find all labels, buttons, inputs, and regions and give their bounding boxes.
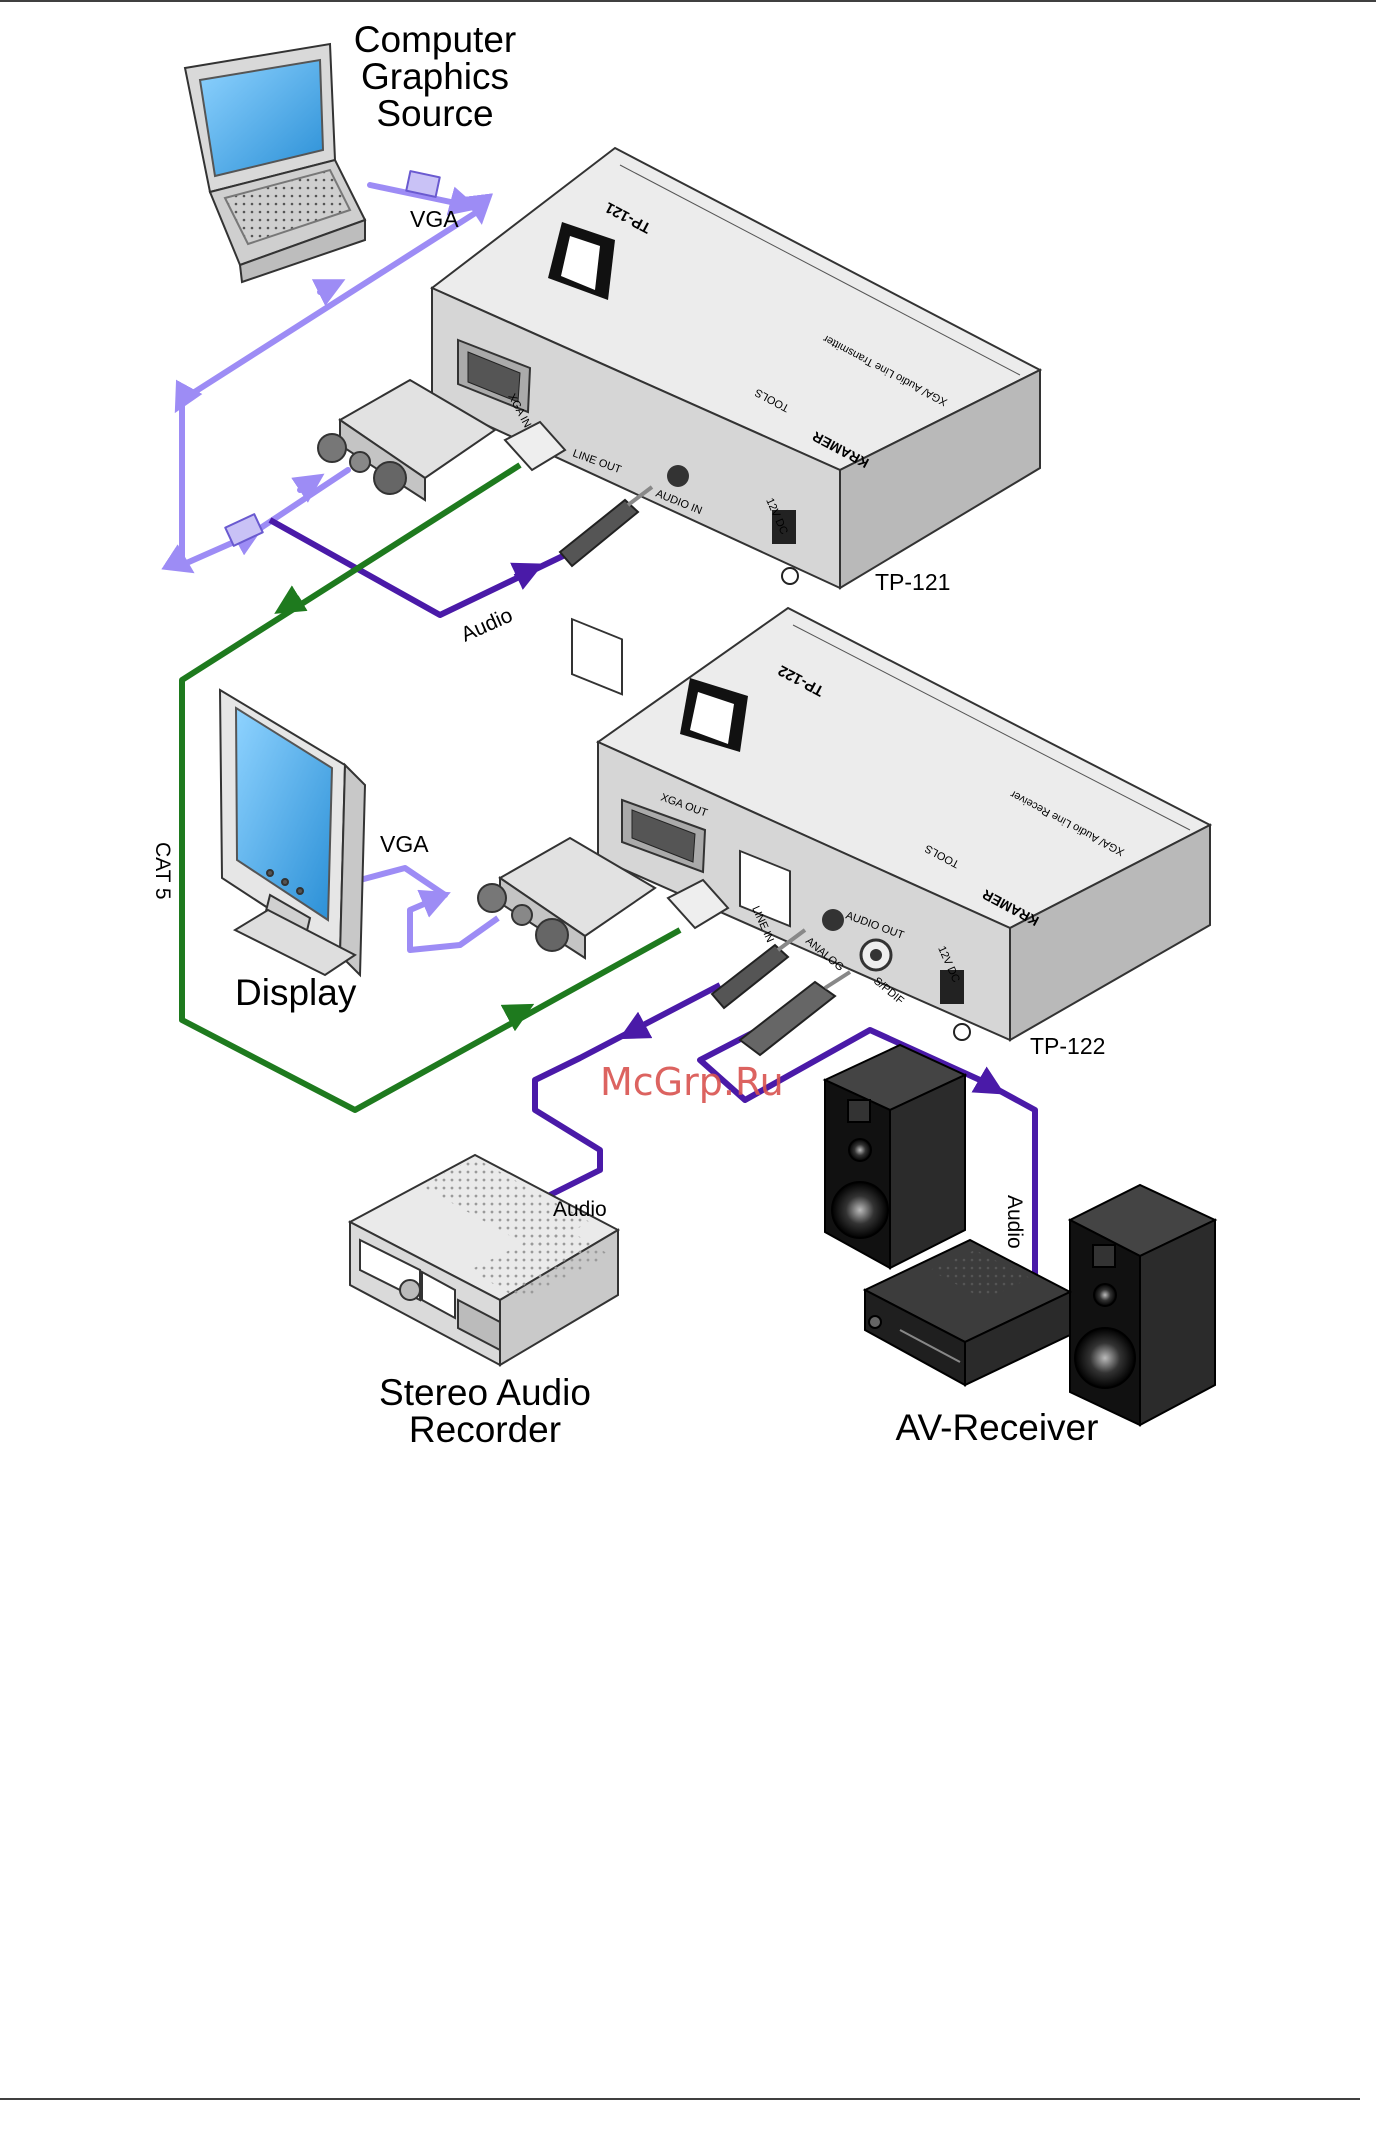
recorder-label-line1: Stereo Audio [379, 1372, 591, 1413]
tp122-label: TP-122 [1030, 1033, 1105, 1059]
speaker-left-icon [825, 1045, 965, 1268]
stereo-recorder-icon [350, 1155, 618, 1365]
display-monitor-icon [220, 690, 365, 975]
speaker-right-icon [1070, 1185, 1215, 1425]
rca-plug-rx [740, 972, 850, 1055]
source-label-line3: Source [376, 93, 493, 134]
audio-cable-source [270, 520, 565, 615]
audio-label-receiver: Audio [1003, 1195, 1026, 1249]
audio-jack-rx [712, 930, 805, 1008]
display-label: Display [235, 972, 357, 1013]
laptop-icon [185, 44, 365, 282]
vga-label-top: VGA [410, 206, 459, 232]
tp121-label: TP-121 [875, 569, 950, 595]
source-label-line1: Computer [354, 19, 516, 60]
vga-label-display: VGA [380, 831, 429, 857]
cat5-label: CAT 5 [151, 842, 174, 900]
recorder-label-line2: Recorder [409, 1409, 561, 1450]
audio-label-recorder: Audio [553, 1198, 607, 1221]
watermark-text: McGrp.Ru [600, 1060, 784, 1104]
tp122-receiver: TP-122 XGA/ Audio Line Receiver KRAMER T… [598, 608, 1210, 1040]
receiver-label: AV-Receiver [896, 1407, 1099, 1448]
audio-label-top: Audio [458, 604, 516, 647]
tp121-transmitter: TP-121 XGA/ Audio Line Transmitter KRAME… [432, 148, 1040, 694]
audio-jack-tx [560, 487, 652, 566]
source-label-line2: Graphics [361, 56, 509, 97]
vga-cable-display [360, 868, 498, 950]
